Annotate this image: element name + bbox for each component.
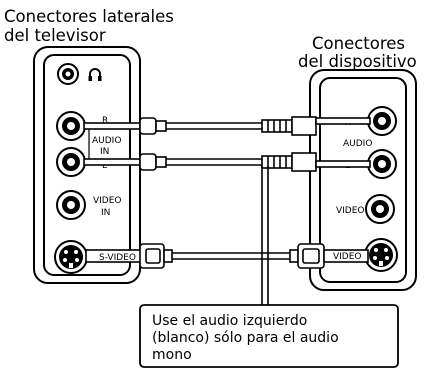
- tv-title-line2: del televisor: [4, 26, 106, 45]
- device-video-jack: [365, 194, 395, 224]
- headphone-icon: [88, 68, 102, 81]
- device-audio-l-jack: [367, 149, 397, 179]
- note-pointer: [261, 166, 269, 307]
- device-video-label: VIDEO: [336, 206, 365, 216]
- device-title-line2: del dispositivo: [298, 52, 417, 71]
- device-svideo-label: VIDEO: [333, 252, 362, 262]
- note-line1: Use el audio izquierdo: [152, 313, 307, 329]
- tv-audio-r-label: R: [102, 116, 108, 126]
- tv-video-in-label: IN: [101, 208, 110, 218]
- tv-audio-label: AUDIO: [92, 136, 121, 146]
- device-audio-r-jack: [367, 106, 397, 136]
- tv-svideo-jack: [54, 240, 88, 274]
- svideo-cable: [85, 243, 369, 269]
- tv-video-jack: [56, 190, 86, 220]
- mono-audio-note: Use el audio izquierdo (blanco) sólo par…: [139, 304, 399, 368]
- note-line3: mono: [152, 347, 192, 363]
- audio-r-cable: [83, 116, 371, 136]
- tv-video-label: VIDEO: [93, 196, 122, 206]
- note-line2: (blanco) sólo para el audio: [152, 330, 339, 346]
- audio-l-cable: [83, 152, 371, 172]
- device-title-line1: Conectores: [312, 34, 405, 53]
- tv-audio-r-jack: [56, 111, 86, 141]
- headphone-jack: [57, 63, 79, 85]
- tv-audio-in-label: IN: [100, 147, 109, 157]
- tv-audio-l-jack: [56, 147, 86, 177]
- device-audio-label: AUDIO: [343, 139, 372, 149]
- tv-audio-l-label: L: [102, 161, 107, 171]
- device-svideo-jack: [364, 238, 398, 272]
- device-connector-panel: R AUDIO L VIDEO: [309, 69, 417, 291]
- tv-svideo-label: S-VIDEO: [99, 253, 136, 263]
- tv-title-line1: Conectores laterales: [4, 7, 174, 26]
